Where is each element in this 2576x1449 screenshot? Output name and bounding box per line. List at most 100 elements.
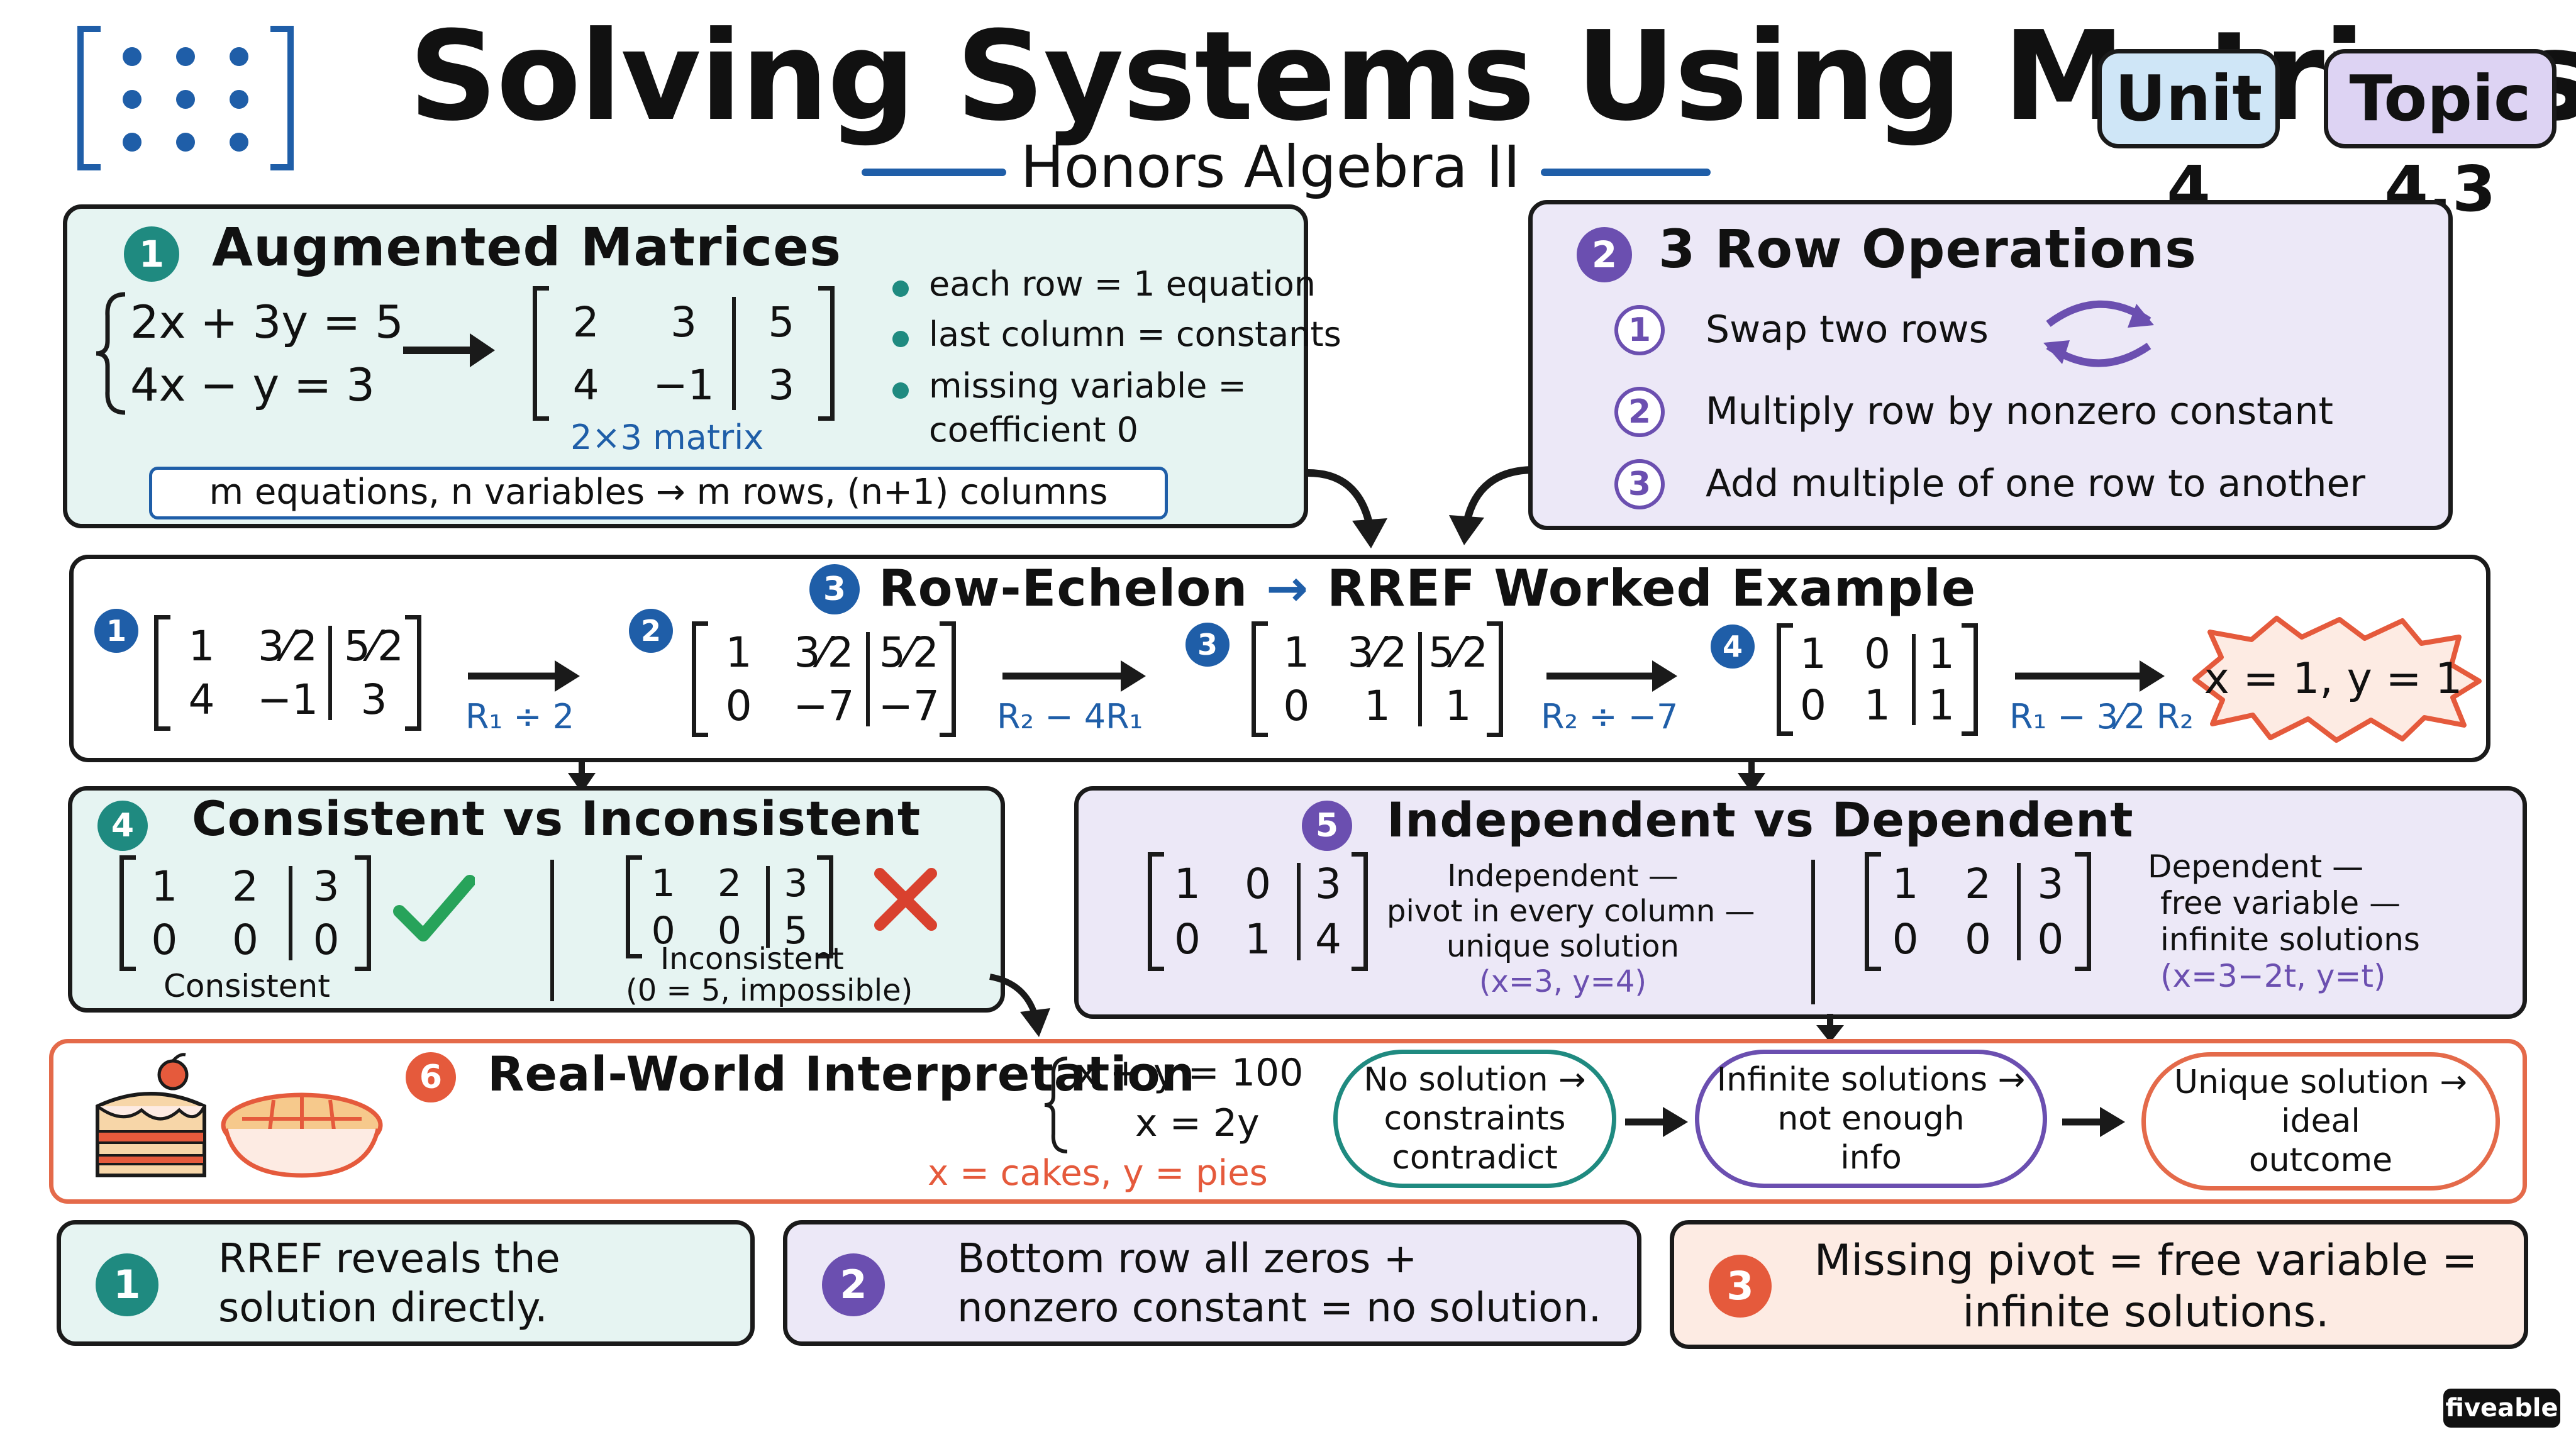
inconsistent-matrix: 1 2 3 0 0 5 [626,855,833,958]
step-arrow-2 [1000,654,1151,701]
matrix-cell: −7 [878,682,940,730]
dependent-solution: (x=3−2t, y=t) [2160,958,2386,994]
matrix-cell: 1 [651,861,675,906]
takeaway-text-2b: nonzero constant = no solution. [957,1285,1602,1331]
takeaway-text-2a: Bottom row all zeros + [957,1236,1418,1282]
op-label-1: Swap two rows [1706,308,1989,352]
step-arrow-1 [465,654,585,701]
connector-arrow [1307,465,1396,556]
matrix-cell: 1 [1800,629,1826,678]
variable-legend: x = cakes, y = pies [928,1153,1268,1194]
infinite-solutions-cloud: Infinite solutions → not enough info [1695,1050,2047,1188]
dimension-rule: m equations, n variables → m rows, (n+1)… [149,467,1168,519]
augment-arrow [401,328,501,375]
independent-desc-1: Independent — [1447,858,1679,894]
matrix-size-label: 2×3 matrix [570,418,764,457]
cloud-line: No solution → [1363,1061,1586,1099]
unit-badge: Unit 4 [2097,49,2280,226]
matrix-cell: 3 [313,862,340,911]
matrix-cell: 1 [1283,628,1310,677]
matrix-cell: 5 [768,297,795,347]
real-world-equation-1: x + y = 100 [1075,1051,1304,1095]
dependent-matrix: 1 2 3 0 0 0 [1865,852,2091,971]
connector-arrow [563,758,601,798]
matrix-cell: 3 [670,297,697,347]
matrix-cell: 4 [572,360,599,409]
matrix-cell: 0 [1800,681,1826,730]
matrix-cell: 0 [1174,914,1201,963]
augment-bar [289,866,292,960]
flow-arrow [1623,1103,1692,1143]
step-op-4: R₁ − 3⁄2 R₂ [2009,697,2194,736]
system-brace [1041,1055,1072,1155]
takeaway-number-2: 2 [822,1253,885,1316]
matrix-cell: 1 [1245,914,1271,963]
matrix-cell: 0 [231,916,258,964]
inconsistent-label: Inconsistent [660,941,844,977]
matrix-cell: 0 [1245,860,1271,909]
dependent-desc-3: infinite solutions [2160,921,2420,958]
step-number-4: 4 [1711,625,1755,669]
check-icon [393,872,476,950]
consistent-title: Consistent vs Inconsistent [192,791,921,847]
step-matrix-4: 1 0 1 0 1 1 [1777,623,1978,736]
unique-solution-cloud: Unique solution → ideal outcome [2141,1052,2500,1191]
matrix-cell: 0 [2037,914,2064,963]
bullet-2: last column = constants [929,314,1341,354]
dependent-desc-2: free variable — [2160,885,2401,921]
op-number-1: 1 [1614,305,1665,355]
topic-badge: Topic 4.3 [2324,49,2557,226]
augment-bar [1297,863,1301,960]
solution-text: x = 1, y = 1 [2204,654,2463,704]
bullet-1: each row = 1 equation [929,264,1316,304]
op-number-3: 3 [1614,459,1665,509]
augment-bar [328,626,332,720]
matrix-cell: 4 [188,675,215,724]
solution-burst: x = 1, y = 1 [2182,613,2484,745]
flow-arrow [2060,1103,2129,1143]
matrix-cell: 3⁄2 [1347,628,1407,677]
matrix-cell: 3 [1315,860,1341,909]
step-number-2: 2 [629,609,673,653]
consistent-label: Consistent [164,968,330,1004]
connector-arrow [1733,758,1770,798]
matrix-cell: 3 [2037,860,2064,909]
takeaway-card-2: 2 Bottom row all zeros + nonzero constan… [783,1220,1641,1346]
no-solution-cloud: No solution → constraints contradict [1333,1050,1616,1188]
dependent-desc-1: Dependent — [2148,848,2364,885]
matrix-cell: 0 [1864,629,1890,678]
system-brace [94,291,131,416]
matrix-cell: 0 [1892,914,1919,963]
worked-title-right: RREF Worked Example [1327,559,1977,618]
matrix-cell: 0 [1964,914,1991,963]
step-op-3: R₂ ÷ −7 [1541,697,1679,736]
augmented-title: Augmented Matrices [212,216,842,278]
takeaway-text-1b: solution directly. [218,1285,548,1331]
matrix-cell: 0 [651,908,675,953]
matrix-cell: 1 [1445,682,1472,730]
panel-divider [550,860,554,1001]
matrix-cell: 1 [1363,682,1391,730]
bullet-dot [892,382,909,399]
cloud-line: ideal [2281,1102,2360,1140]
matrix-cell: −7 [793,682,855,730]
step-number-1: 1 [94,609,138,653]
matrix-cell: 5⁄2 [343,622,404,670]
swap-arrows-icon [2029,286,2168,383]
matrix-cell: 5⁄2 [879,628,939,677]
cloud-line: outcome [2248,1141,2393,1179]
augment-bar [866,632,870,726]
matrix-cell: 3⁄2 [794,628,854,677]
section-number-5: 5 [1302,801,1352,851]
bullet-dot [892,331,909,347]
system-equation-2: 4x − y = 3 [130,358,375,411]
matrix-cell: 4 [1315,914,1341,963]
section-number-2: 2 [1577,227,1632,282]
takeaway-text-3b: infinite solutions. [1962,1287,2329,1337]
brand-badge: fiveable [2443,1389,2560,1428]
step-matrix-2: 1 3⁄2 5⁄2 0 −7 −7 [692,621,956,737]
matrix-cell: 5 [784,908,808,953]
consistent-matrix: 1 2 3 0 0 0 [119,855,371,971]
op-number-2: 2 [1614,387,1665,437]
matrix-cell: 1 [151,862,178,911]
